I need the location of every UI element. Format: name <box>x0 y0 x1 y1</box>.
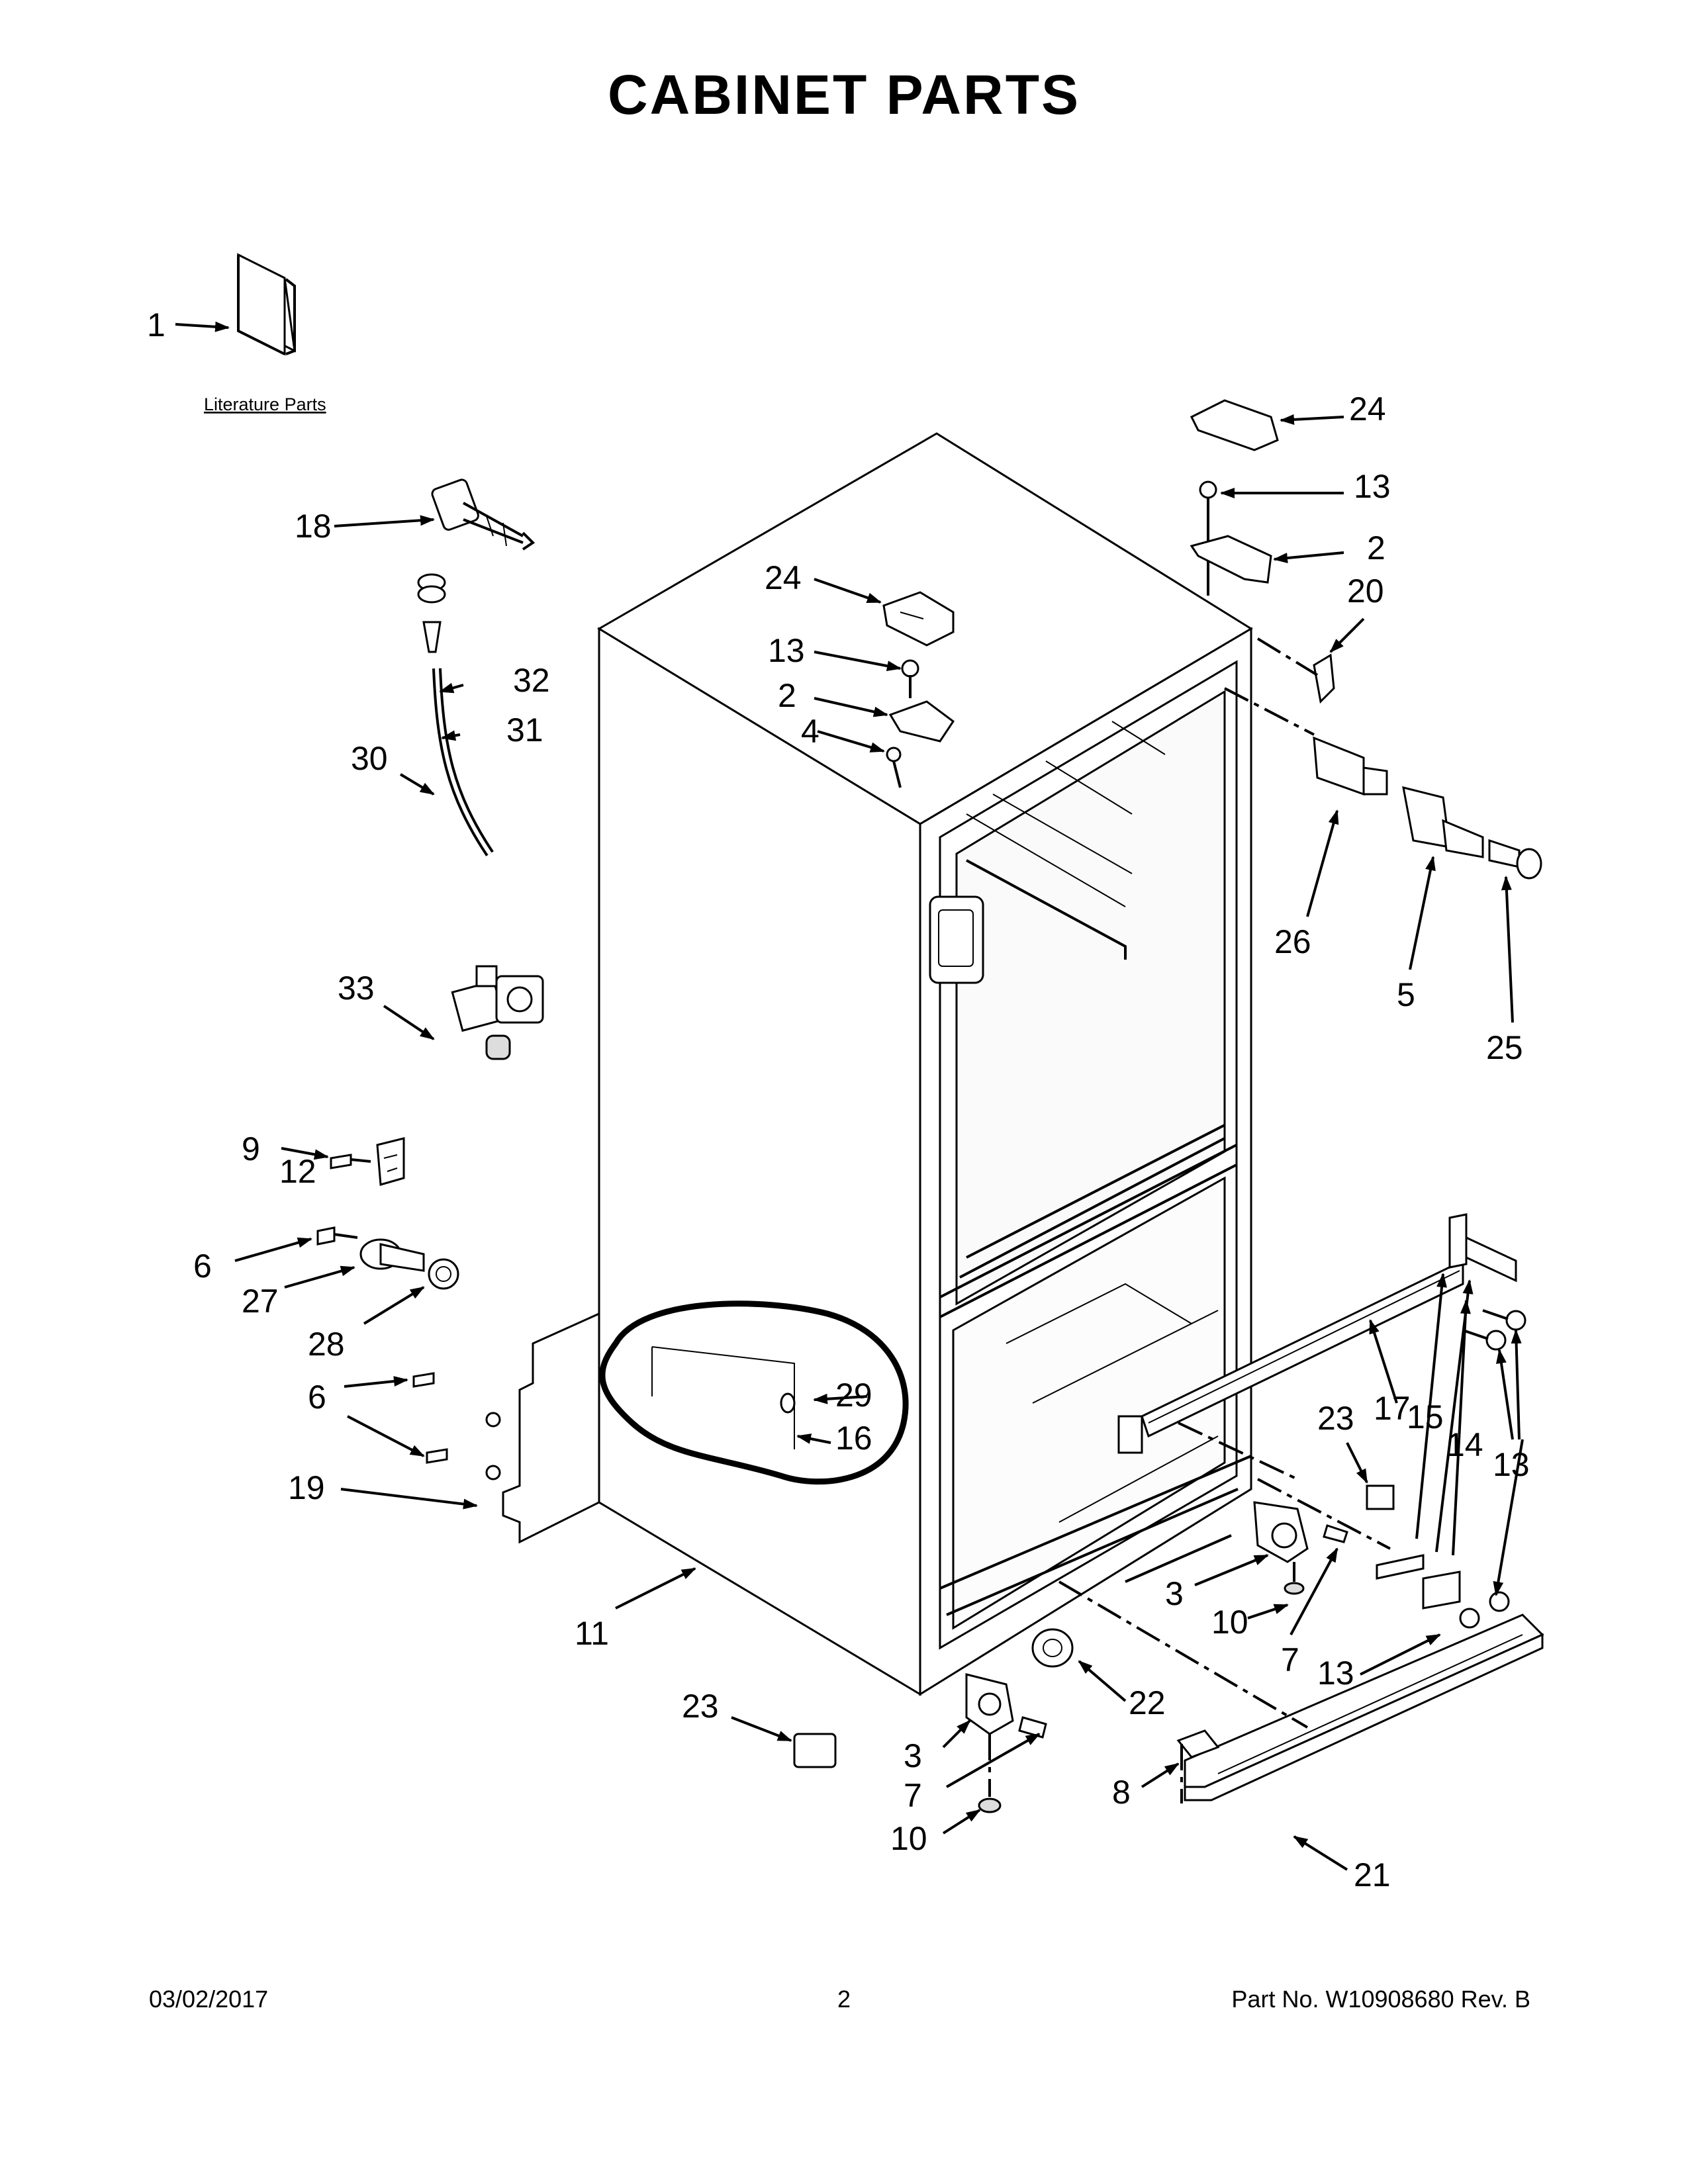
callout-32: 32 <box>513 662 550 699</box>
callout-10b: 10 <box>1211 1604 1248 1641</box>
spacer-block-right <box>1366 1484 1395 1510</box>
callout-19: 19 <box>288 1469 325 1506</box>
callout-16: 16 <box>835 1420 872 1457</box>
callout-2b: 2 <box>1367 529 1385 567</box>
drain-pan-gasket <box>599 1300 909 1485</box>
bracket-right-lower <box>1376 1554 1510 1629</box>
callout-5: 5 <box>1397 976 1415 1013</box>
callout-3b: 3 <box>1165 1575 1184 1612</box>
drain-fitting <box>316 1226 459 1290</box>
callout-13c: 13 <box>768 632 805 669</box>
rollers-and-brackets <box>965 1501 1348 1813</box>
callout-20: 20 <box>1347 572 1384 610</box>
alignment-line <box>1257 1478 1391 1550</box>
callout-numbers: 1 18 32 31 30 33 9 12 12 6 27 28 6 19 11… <box>147 306 1530 1893</box>
callout-29: 29 <box>835 1377 872 1414</box>
callout-28: 28 <box>308 1326 345 1363</box>
water-valve <box>451 965 544 1060</box>
callout-12-label: 12 <box>279 1153 316 1190</box>
literature-parts-label: Literature Parts <box>204 394 326 414</box>
leveling-screws <box>1462 1309 1526 1351</box>
callout-31: 31 <box>506 711 543 749</box>
grille-clip <box>1176 1729 1220 1758</box>
callout-3: 3 <box>904 1737 922 1774</box>
hinge-cover-left <box>882 591 955 647</box>
callout-11: 11 <box>575 1615 609 1652</box>
toe-grille <box>1184 1614 1544 1801</box>
thermostat-knob <box>1488 839 1542 880</box>
callout-4: 4 <box>801 713 820 750</box>
callout-7b: 7 <box>1281 1641 1299 1678</box>
water-inlet-fitting <box>431 478 536 551</box>
footer-date: 03/02/2017 <box>149 1985 269 2013</box>
callout-24: 24 <box>765 559 802 596</box>
hinge-right <box>1190 480 1272 596</box>
hinge-cover-right <box>1190 399 1279 451</box>
switch-assembly <box>1402 786 1484 858</box>
literature-parts: Literature Parts <box>204 253 326 414</box>
switch-bracket <box>1313 736 1388 796</box>
callout-13: 13 <box>1317 1655 1354 1692</box>
callout-33: 33 <box>338 970 375 1007</box>
water-tube <box>432 668 494 856</box>
callout-24b: 24 <box>1349 390 1386 428</box>
page-title: CABINET PARTS <box>607 64 1081 126</box>
tube-clip <box>417 573 446 653</box>
alignment-line <box>1224 687 1315 736</box>
callout-8: 8 <box>1112 1774 1131 1811</box>
callout-30: 30 <box>351 740 388 777</box>
callout-1: 1 <box>147 306 165 343</box>
callout-17: 17 <box>1374 1390 1411 1427</box>
callout-21: 21 <box>1354 1856 1391 1893</box>
screw-and-bracket <box>330 1137 405 1186</box>
callout-9: 9 <box>242 1130 260 1167</box>
callout-14: 14 <box>1446 1426 1483 1463</box>
callout-23: 23 <box>682 1688 719 1725</box>
roller-wheel <box>1031 1628 1074 1668</box>
footer-part-number: Part No. W10908680 Rev. B <box>1231 1985 1530 2013</box>
alignment-line <box>1058 1580 1309 1729</box>
callout-26: 26 <box>1274 923 1311 960</box>
callout-7: 7 <box>904 1777 922 1814</box>
footer-page-number: 2 <box>837 1985 851 2013</box>
callout-6: 6 <box>193 1248 212 1285</box>
callout-18: 18 <box>295 508 332 545</box>
callout-6b: 6 <box>308 1379 326 1416</box>
cover-plate <box>412 1312 600 1544</box>
callout-10: 10 <box>890 1820 927 1857</box>
spacer-block-left <box>793 1733 837 1768</box>
callout-27: 27 <box>242 1283 279 1320</box>
hinge-left <box>886 659 955 788</box>
callout-25: 25 <box>1486 1029 1523 1066</box>
callout-13b: 13 <box>1493 1446 1530 1483</box>
alignment-line <box>1256 637 1319 676</box>
callout-2: 2 <box>778 677 796 714</box>
leader-lines <box>175 321 1524 1871</box>
callout-22: 22 <box>1129 1684 1166 1721</box>
callout-15: 15 <box>1407 1398 1444 1435</box>
callout-13d: 13 <box>1354 468 1391 505</box>
callout-23b: 23 <box>1317 1400 1354 1437</box>
wire-guide <box>1313 653 1335 704</box>
alignment-line <box>1178 1422 1298 1480</box>
